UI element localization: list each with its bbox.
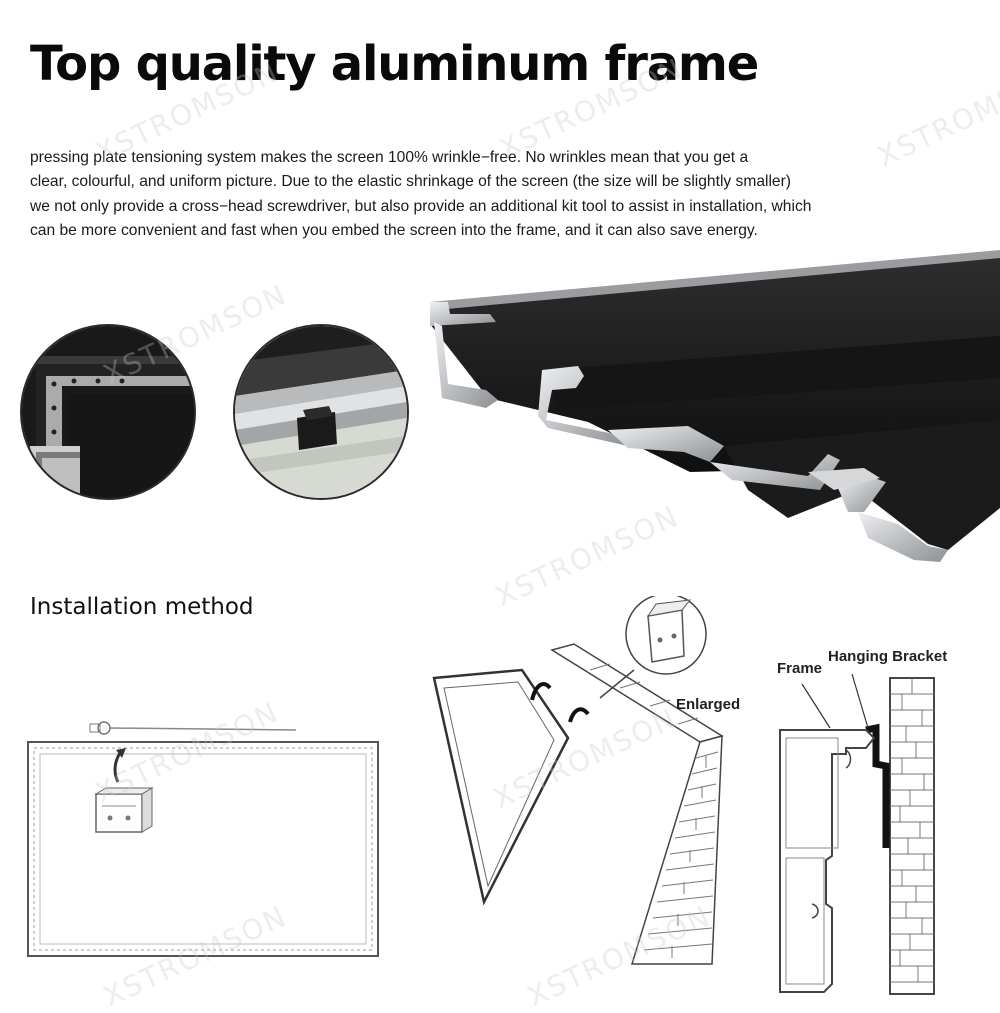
aluminum-profile-photo xyxy=(430,250,1000,562)
installation-heading: Installation method xyxy=(30,594,254,620)
brick-wall-icon xyxy=(889,677,935,995)
description-line: can be more convenient and fast when you… xyxy=(30,221,758,239)
brick-wall-icon xyxy=(550,643,724,965)
enlarged-label: Enlarged xyxy=(676,696,741,713)
hanging-bracket-icon xyxy=(94,787,154,833)
page-title: Top quality aluminum frame xyxy=(30,36,759,92)
wall-mount-diagram xyxy=(432,596,724,965)
front-view-diagram xyxy=(27,721,379,957)
description-line: we not only provide a cross−head screwdr… xyxy=(30,197,812,215)
corner-detail-photo xyxy=(20,324,196,500)
slider-clip-photo xyxy=(233,324,409,500)
hanging-bracket-label: Hanging Bracket xyxy=(828,648,948,665)
wall-anchor-icon xyxy=(89,721,297,735)
frame-label: Frame xyxy=(777,660,823,677)
enlarged-bracket-icon xyxy=(646,599,692,663)
cross-section-diagram xyxy=(779,673,935,995)
description-line: pressing plate tensioning system makes t… xyxy=(30,149,749,166)
description-block: pressing plate tensioning system makes t… xyxy=(30,146,980,243)
description-line: clear, colourful, and uniform picture. D… xyxy=(30,173,791,191)
